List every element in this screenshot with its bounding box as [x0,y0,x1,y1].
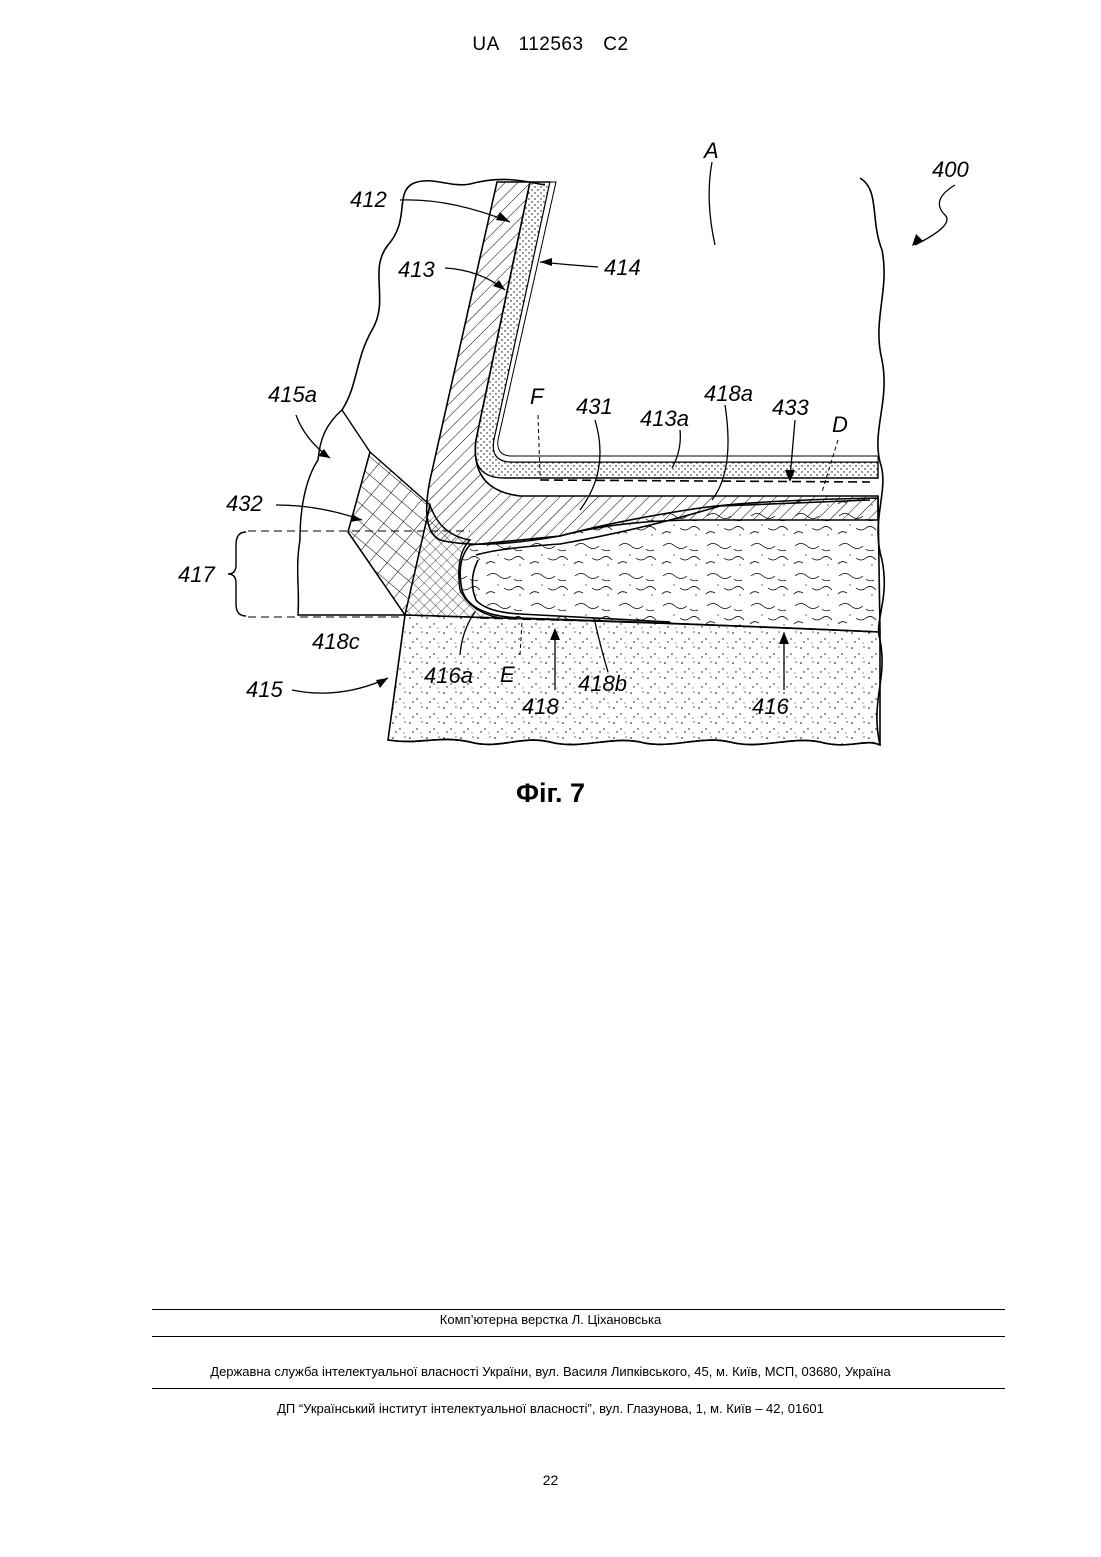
arrowhead-415 [376,678,388,688]
leader-400 [915,185,955,245]
label-418b: 418b [578,671,627,696]
label-431: 431 [576,394,613,419]
label-415: 415 [246,677,283,702]
label-433: 433 [772,395,809,420]
label-400: 400 [932,157,969,182]
label-416: 416 [752,694,789,719]
agency-address: Державна служба інтелектуальної власност… [0,1364,1101,1379]
label-418: 418 [522,694,559,719]
label-414: 414 [604,255,641,280]
label-e: E [500,662,515,687]
label-418c: 418c [312,629,360,654]
figure-caption: Фіг. 7 [0,778,1101,809]
footer-rule-2 [152,1336,1005,1337]
label-413: 413 [398,257,435,282]
label-415a: 415a [268,382,317,407]
footer-rule-3 [152,1388,1005,1389]
patent-figure-7: A 400 412 413 414 415a 432 417 418c 415 … [0,0,1101,820]
page-number: 22 [0,1472,1101,1488]
label-d: D [832,412,848,437]
dashed-line-d [540,480,870,482]
bracket-417 [228,532,246,616]
institute-address: ДП “Український інститут інтелектуальної… [0,1401,1101,1416]
label-413a: 413a [640,406,689,431]
footer-rule-1 [152,1309,1005,1310]
label-416a: 416a [424,663,473,688]
label-417: 417 [178,562,215,587]
label-412: 412 [350,187,387,212]
label-432: 432 [226,491,263,516]
label-a: A [702,138,719,163]
leader-415 [292,678,388,693]
label-f: F [530,384,545,409]
layout-credit: Комп’ютерна верстка Л. Ціхановська [0,1312,1101,1327]
label-418a: 418a [704,381,753,406]
